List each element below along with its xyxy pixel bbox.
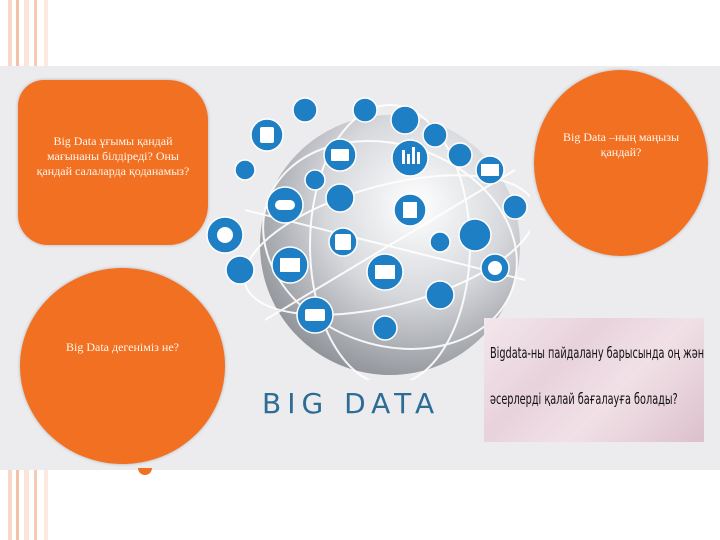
assessment-line-2: әсерлерді қалай бағалауға болады? bbox=[490, 390, 678, 408]
assessment-line-1: Bigdata-ны пайдалану барысында оң және т… bbox=[490, 344, 704, 362]
big-data-title: BIG DATA bbox=[262, 387, 441, 420]
big-data-globe bbox=[206, 97, 530, 380]
assessment-note: Bigdata-ны пайдалану барысында оң және т… bbox=[484, 318, 704, 442]
question-meaning-text: Big Data ұғымы қандай мағынаны білдіреді… bbox=[36, 134, 190, 178]
question-importance-text: Big Data –ның маңызы қандай? bbox=[562, 130, 680, 159]
question-bubble-importance: Big Data –ның маңызы қандай? bbox=[534, 70, 708, 256]
question-bubble-definition: Big Data дегеніміз не? bbox=[20, 268, 225, 464]
question-bubble-meaning: Big Data ұғымы қандай мағынаны білдіреді… bbox=[18, 80, 208, 245]
accent-dot bbox=[138, 468, 152, 475]
question-definition-text: Big Data дегеніміз не? bbox=[65, 340, 179, 354]
